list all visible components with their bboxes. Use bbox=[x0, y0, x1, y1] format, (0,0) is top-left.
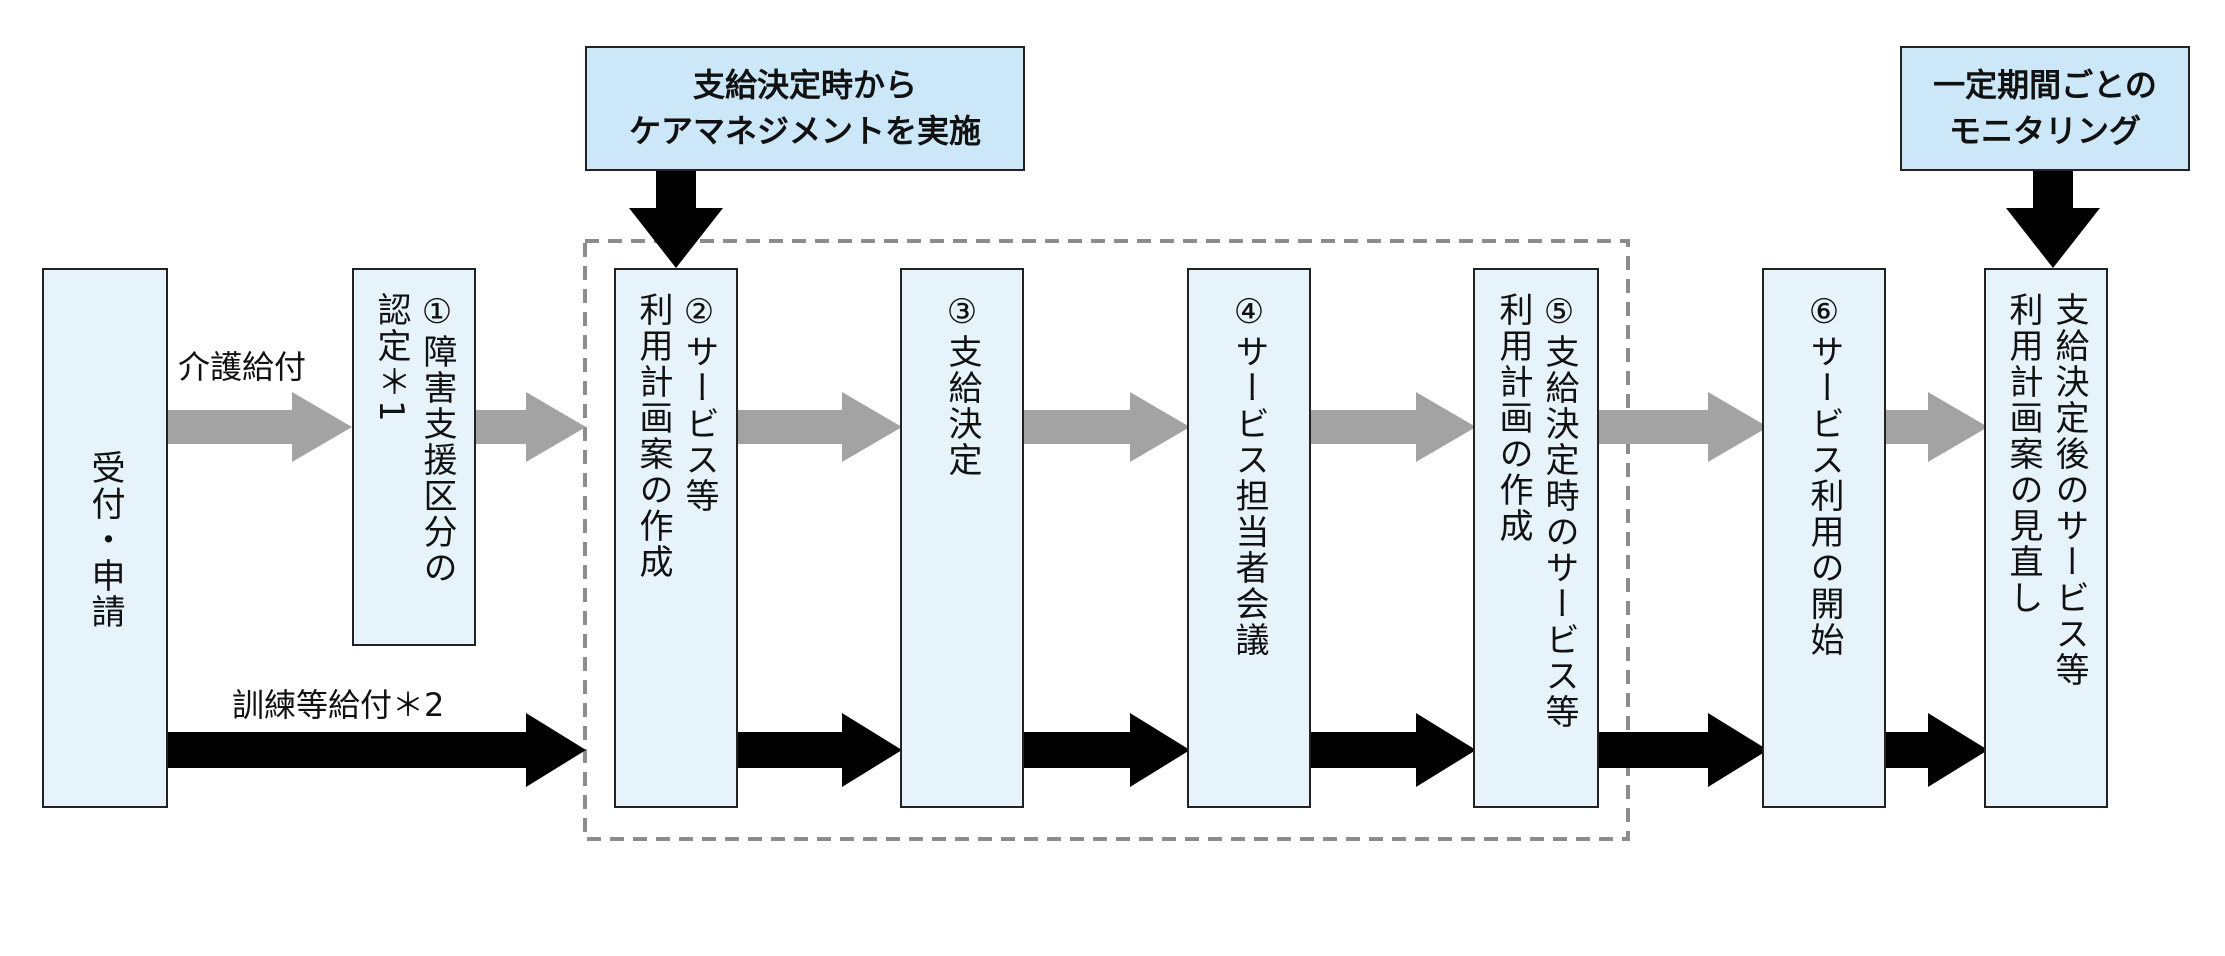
black-arrow-step3-to-step4 bbox=[1024, 713, 1190, 787]
step5-node: ⑤支給決定時のサービス等 利用計画の作成 bbox=[1473, 268, 1599, 808]
black-arrow-step2-to-step3 bbox=[738, 713, 902, 787]
step1-label: ①障害支援区分の 認定＊1 bbox=[371, 292, 457, 586]
care-management-line1: 支給決定時から bbox=[692, 66, 917, 104]
care-management-scope-frame bbox=[583, 239, 1630, 841]
black-arrow-step6-to-review bbox=[1886, 713, 1988, 787]
step6-label: ⑥サービス利用の開始 bbox=[1804, 292, 1844, 658]
step4-node: ④サービス担当者会議 bbox=[1187, 268, 1311, 808]
review-node: 支給決定後のサービス等 利用計画案の見直し bbox=[1984, 268, 2108, 808]
kunren-label: 訓練等給付＊2 bbox=[232, 686, 445, 724]
care-management-line2: ケアマネジメントを実施 bbox=[628, 112, 981, 150]
monitoring-banner: 一定期間ごとの モニタリング bbox=[1900, 46, 2190, 171]
flow-diagram bbox=[168, 170, 2100, 841]
gray-arrow-step6-to-review bbox=[1886, 392, 1988, 462]
black-arrow-step5-to-step6 bbox=[1599, 713, 1768, 787]
kaigo-label: 介護給付 bbox=[178, 348, 307, 386]
monitoring-line2: モニタリング bbox=[1948, 112, 2141, 150]
gray-arrow-step3-to-step4 bbox=[1024, 392, 1190, 462]
monitoring-line1: 一定期間ごとの bbox=[1933, 66, 2157, 104]
reception-label: 受付・申請 bbox=[85, 450, 125, 630]
black-arrow-step4-to-step5 bbox=[1311, 713, 1476, 787]
gray-arrow-step2-to-step3 bbox=[738, 392, 902, 462]
gray-arrow-reception-to-step1 bbox=[168, 392, 352, 462]
kunren-arrows bbox=[168, 713, 1988, 787]
down-arrow-care-management bbox=[629, 170, 723, 268]
down-arrow-monitoring bbox=[2006, 170, 2100, 268]
gray-arrow-step4-to-step5 bbox=[1311, 392, 1476, 462]
step5-label: ⑤支給決定時のサービス等 利用計画の作成 bbox=[1493, 292, 1579, 730]
step2-label: ②サービス等 利用計画案の作成 bbox=[633, 292, 719, 580]
step3-label: ③支給決定 bbox=[942, 292, 982, 478]
kaigo-arrows bbox=[168, 392, 1988, 462]
black-arrow-reception-to-step2 bbox=[168, 713, 586, 787]
step4-label: ④サービス担当者会議 bbox=[1229, 292, 1269, 658]
step1-node: ①障害支援区分の 認定＊1 bbox=[352, 268, 476, 646]
care-management-banner: 支給決定時から ケアマネジメントを実施 bbox=[585, 46, 1025, 171]
gray-arrow-step5-to-step6 bbox=[1599, 392, 1768, 462]
step3-node: ③支給決定 bbox=[900, 268, 1024, 808]
step6-node: ⑥サービス利用の開始 bbox=[1762, 268, 1886, 808]
step2-node: ②サービス等 利用計画案の作成 bbox=[614, 268, 738, 808]
gray-arrow-step1-to-step2 bbox=[476, 392, 586, 462]
reception-node: 受付・申請 bbox=[42, 268, 168, 808]
review-label: 支給決定後のサービス等 利用計画案の見直し bbox=[2003, 292, 2089, 688]
